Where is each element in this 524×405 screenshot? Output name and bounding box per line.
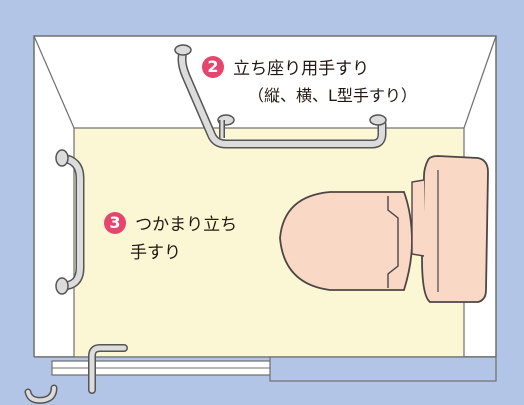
vertical-grab-rail — [55, 149, 85, 295]
stand-sit-rail-title: 立ち座り用手すり — [233, 59, 370, 79]
stand-sit-rail-subtitle: （縦、横、L型手すり） — [248, 86, 417, 105]
corner-rail-bottom-left-inner — [26, 386, 56, 403]
corner-line-top-right — [463, 35, 497, 129]
badge-number-3: 3 — [104, 211, 126, 234]
label-hold-stand-rail: 3 つかまり立ち — [104, 210, 237, 235]
l-shaped-handrail — [174, 44, 387, 149]
badge-number-2: 2 — [202, 55, 224, 78]
hold-stand-rail-line1: つかまり立ち — [135, 215, 238, 235]
toilet — [279, 155, 489, 303]
door-handle-inner — [89, 345, 127, 393]
door-frame-right — [269, 356, 497, 382]
corner-line-top-left — [33, 35, 75, 129]
hold-stand-rail-line2: 手すり — [130, 243, 181, 263]
label-stand-sit-rail: 2 立ち座り用手すり — [202, 54, 369, 79]
